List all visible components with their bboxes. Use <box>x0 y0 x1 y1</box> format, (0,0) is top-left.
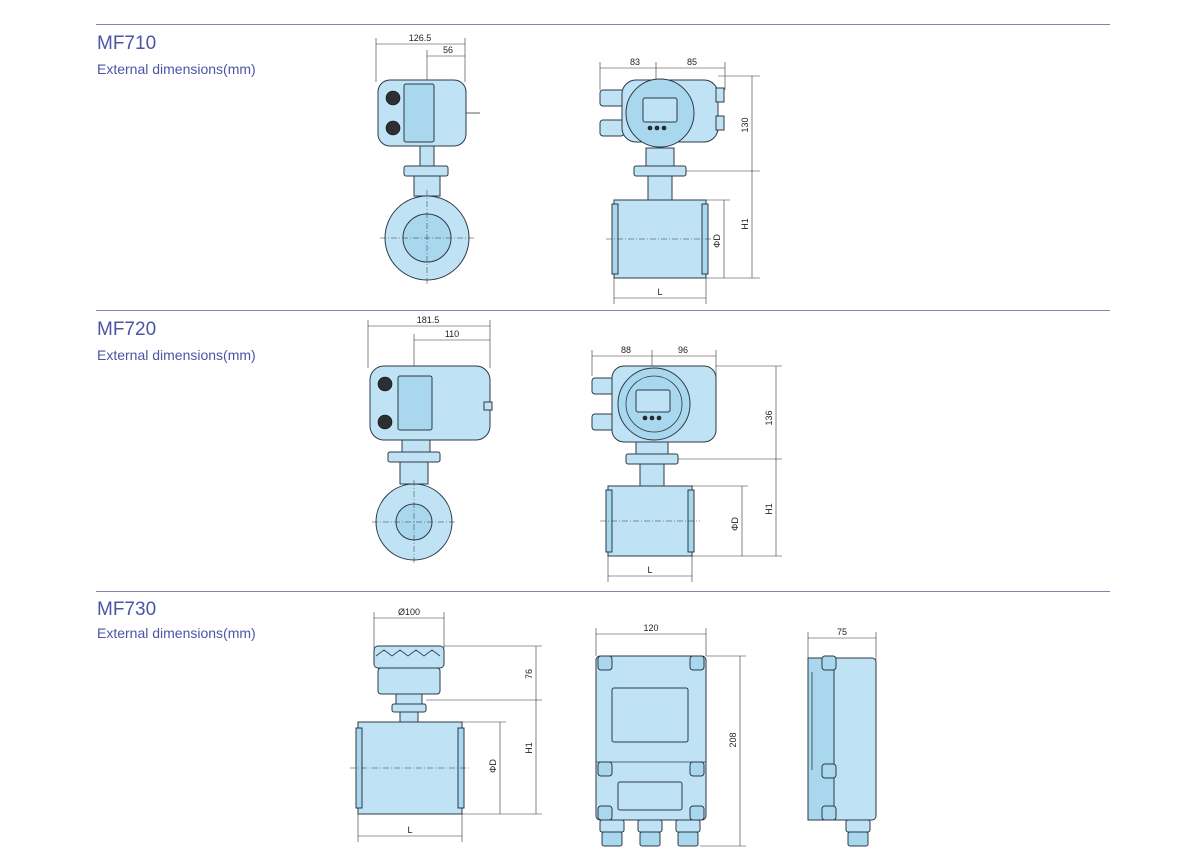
section-divider-mf730 <box>96 591 1110 592</box>
mf720-dim-side-part: 110 <box>445 329 459 339</box>
mf710-dim-side-total: 126.5 <box>409 33 432 43</box>
mf730-dim-height-h1: H1 <box>524 742 534 754</box>
mf710-dim-length: L <box>657 287 662 297</box>
model-subtitle-mf730: External dimensions(mm) <box>97 625 256 641</box>
mf720-dim-height-head: 136 <box>764 410 774 425</box>
mf710-dim-diameter: ΦD <box>712 234 722 248</box>
section-divider-mf720 <box>96 310 1110 311</box>
section-divider-mf710 <box>96 24 1110 25</box>
mf710-dim-height-head: 130 <box>740 117 750 132</box>
mf730-dim-length: L <box>407 825 412 835</box>
mf710-dim-front-right: 85 <box>687 57 697 67</box>
mf720-front-view: 88 96 ΦD 136 H1 L <box>591 345 782 582</box>
mf720-dim-front-right: 96 <box>678 345 688 355</box>
mf720-side-view: 181.5 110 <box>367 315 493 564</box>
model-subtitle-mf710: External dimensions(mm) <box>97 61 256 77</box>
mf720-dim-diameter: ΦD <box>730 517 740 531</box>
mf730-dim-box-width: 120 <box>643 623 658 633</box>
model-title-mf730: MF730 <box>97 599 157 620</box>
mf710-dim-height-h1: H1 <box>740 218 750 230</box>
model-subtitle-mf720: External dimensions(mm) <box>97 347 256 363</box>
mf710-side-view: 126.5 56 <box>375 33 480 286</box>
mf730-converter-side-view: 75 <box>807 627 877 847</box>
mf720-dim-height-h1: H1 <box>764 503 774 515</box>
mf720-dim-front-left: 88 <box>621 345 631 355</box>
mf710-dim-front-left: 83 <box>630 57 640 67</box>
model-title-mf710: MF710 <box>97 33 157 54</box>
mf720-dim-side-total: 181.5 <box>417 315 440 325</box>
mf710-front-view: 83 85 ΦD 130 H1 L <box>599 57 760 304</box>
model-title-mf720: MF720 <box>97 319 157 340</box>
mf710-dim-side-part: 56 <box>443 45 453 55</box>
mf730-dim-diameter: ΦD <box>488 759 498 773</box>
mf730-dim-head-diameter: Ø100 <box>398 607 420 617</box>
mf730-dim-head-height: 76 <box>524 669 534 679</box>
mf730-dim-box-height: 208 <box>728 732 738 747</box>
mf730-converter-front-view: 120 208 <box>595 623 746 847</box>
mf730-sensor-view: Ø100 ΦD 76 H1 L <box>350 607 542 842</box>
mf730-dim-box-depth: 75 <box>837 627 847 637</box>
mf720-dim-length: L <box>647 565 652 575</box>
